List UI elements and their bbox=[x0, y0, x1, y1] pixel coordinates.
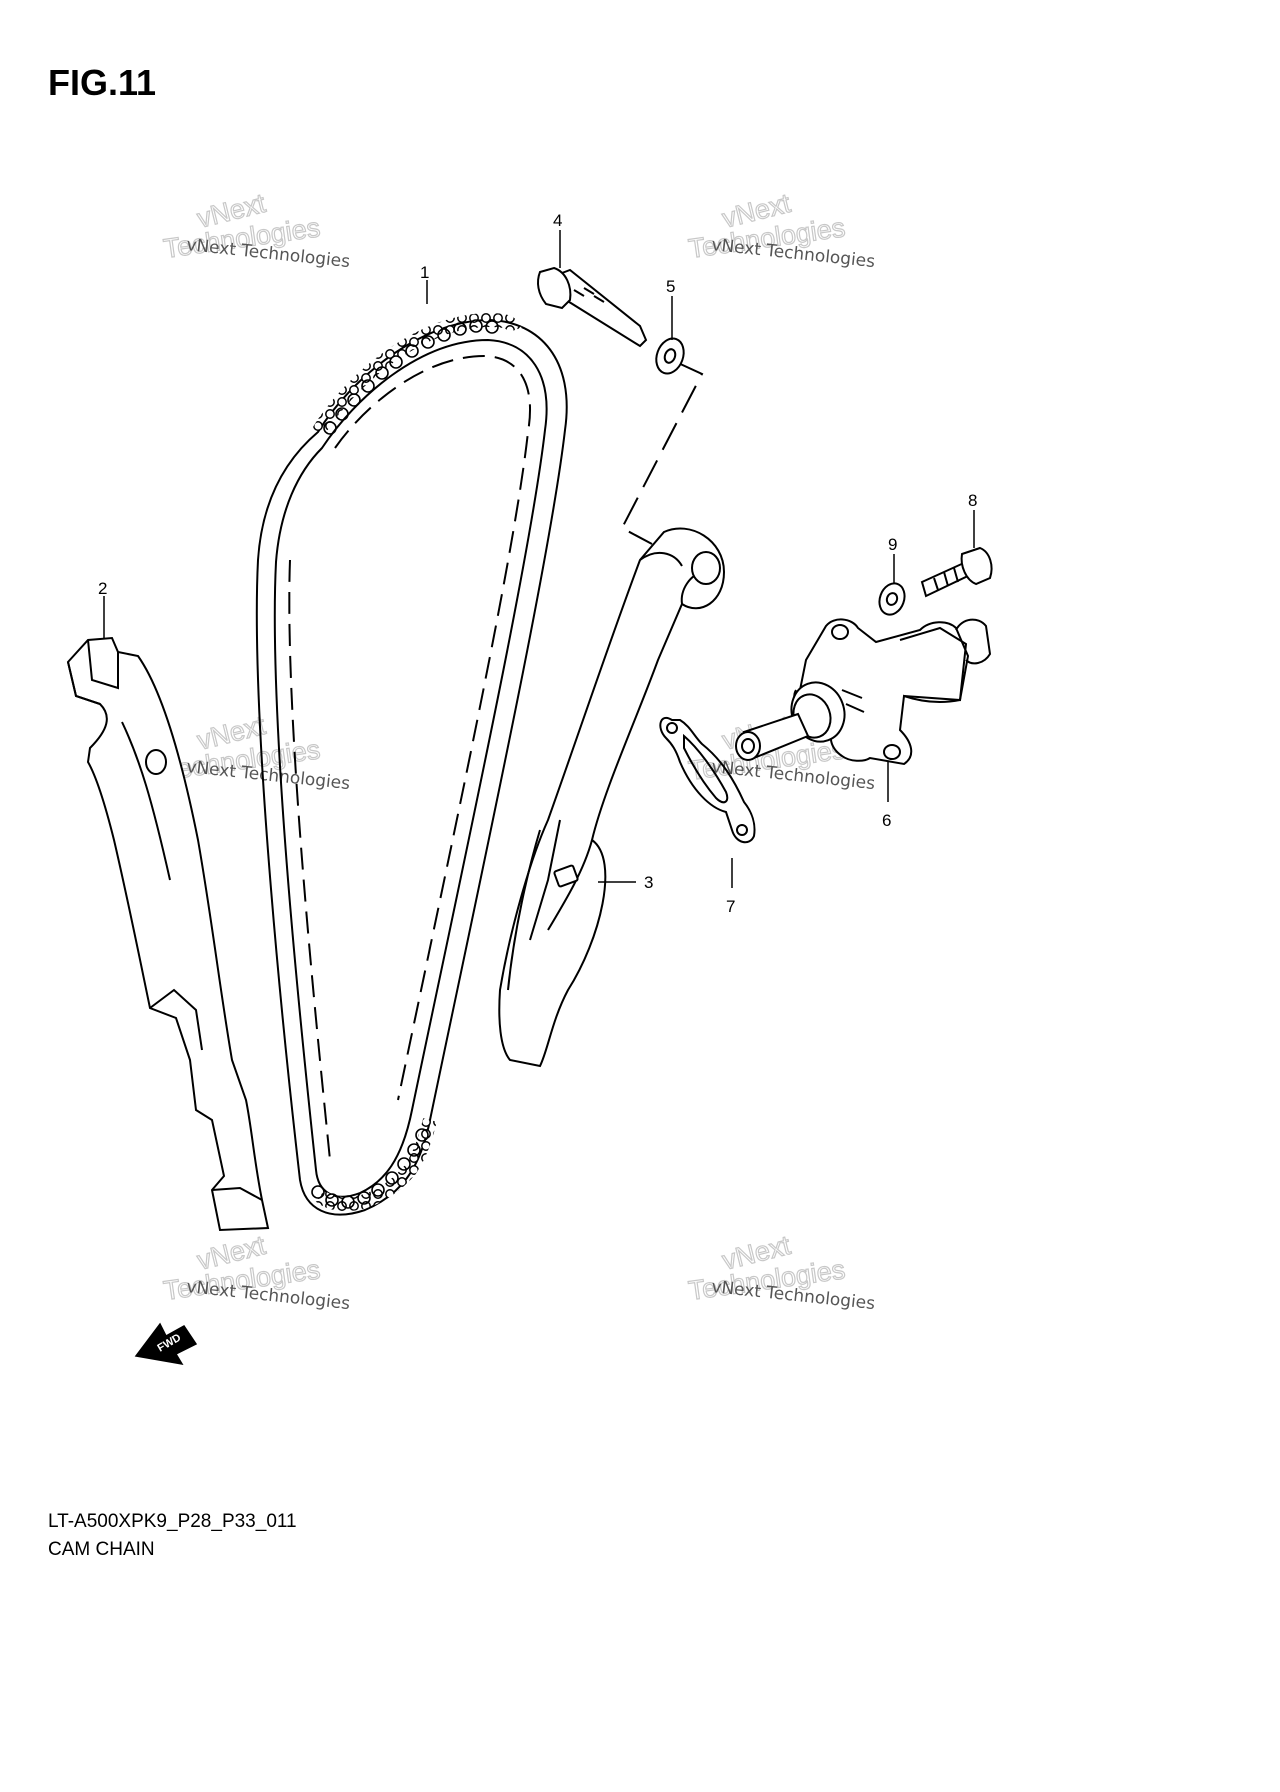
watermark-mid-left: Technologies vNext vNext Technologies bbox=[161, 709, 351, 794]
part-washer-9 bbox=[878, 582, 906, 616]
callout-2: 2 bbox=[98, 579, 107, 598]
callout-3: 3 bbox=[644, 873, 653, 892]
callout-1: 1 bbox=[420, 263, 429, 282]
part-washer-5 bbox=[655, 337, 685, 375]
callout-7: 7 bbox=[726, 897, 735, 916]
callout-5: 5 bbox=[666, 277, 675, 296]
caption-model-code: LT-A500XPK9_P28_P33_011 bbox=[48, 1511, 297, 1532]
part-chain-guide bbox=[66, 636, 270, 1232]
part-bolt-8 bbox=[920, 546, 993, 598]
watermark-top-right: Technologies vNext vNext Technologies bbox=[686, 187, 876, 272]
part-chain-tensioner bbox=[735, 618, 992, 766]
part-gasket-7 bbox=[659, 717, 756, 844]
callout-8: 8 bbox=[968, 491, 977, 510]
part-cam-chain bbox=[255, 312, 568, 1216]
part-bolt-4 bbox=[537, 266, 648, 348]
part-tensioner-arm bbox=[498, 527, 726, 1068]
watermark-bottom-left: Technologies vNext vNext Technologies bbox=[161, 1229, 351, 1314]
watermark-top-left: Technologies vNext vNext Technologies bbox=[161, 187, 351, 272]
leader-lines bbox=[103, 230, 975, 888]
callout-4: 4 bbox=[553, 211, 562, 230]
caption-part-name: CAM CHAIN bbox=[48, 1539, 155, 1560]
callout-9: 9 bbox=[888, 535, 897, 554]
forward-arrow-icon: FWD bbox=[134, 1322, 198, 1366]
watermark-bottom-right: Technologies vNext vNext Technologies bbox=[686, 1229, 876, 1314]
figure-caption: LT-A500XPK9_P28_P33_011 CAM CHAIN bbox=[48, 1508, 297, 1564]
assembly-guide-line bbox=[620, 361, 704, 545]
callout-6: 6 bbox=[882, 811, 891, 830]
figure-title: FIG.11 bbox=[48, 62, 157, 103]
